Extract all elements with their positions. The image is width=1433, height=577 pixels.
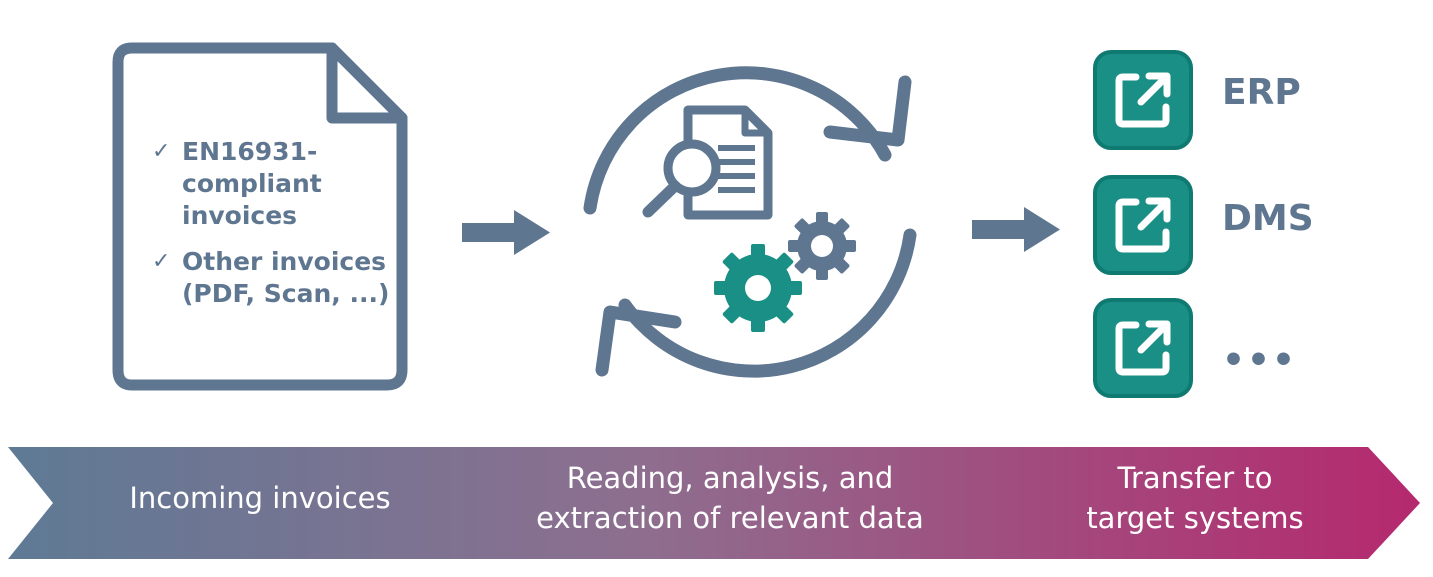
flow-arrow-icon — [462, 210, 550, 255]
list-item: ✓ EN16931- compliant invoices — [152, 136, 402, 232]
invoice-type-list: ✓ EN16931- compliant invoices ✓ Other in… — [152, 136, 402, 324]
invoice-document-icon — [112, 42, 408, 391]
gear-icon — [714, 244, 802, 332]
check-icon: ✓ — [152, 249, 171, 274]
document-search-icon — [642, 105, 773, 220]
stage-label-incoming: Incoming invoices — [129, 481, 391, 515]
gear-icon — [788, 212, 856, 280]
check-icon: ✓ — [152, 139, 171, 164]
item-text-line: (PDF, Scan, ...) — [182, 279, 390, 308]
item-text-line: invoices — [182, 201, 298, 230]
item-text-line: Other invoices — [182, 247, 387, 276]
list-item: ✓ Other invoices (PDF, Scan, ...) — [152, 246, 402, 310]
target-label-erp: ERP — [1222, 72, 1301, 113]
flow-arrow-icon — [972, 207, 1060, 252]
external-link-icon — [1093, 50, 1193, 150]
external-link-icon — [1093, 298, 1193, 398]
target-label-more: ••• — [1222, 340, 1298, 381]
external-link-icon — [1093, 175, 1193, 275]
process-banner — [8, 447, 1420, 559]
cycle-arrow-icon — [583, 66, 892, 215]
stage-label-extraction: Reading, analysis, and extraction of rel… — [536, 461, 924, 535]
item-text-line: compliant — [182, 169, 322, 198]
item-text-line: EN16931- — [182, 137, 318, 166]
target-label-dms: DMS — [1222, 198, 1314, 239]
processing-cycle-icon — [583, 66, 917, 378]
cycle-arrow-icon — [618, 228, 917, 378]
stage-label-transfer: Transfer to target systems — [1086, 461, 1304, 535]
